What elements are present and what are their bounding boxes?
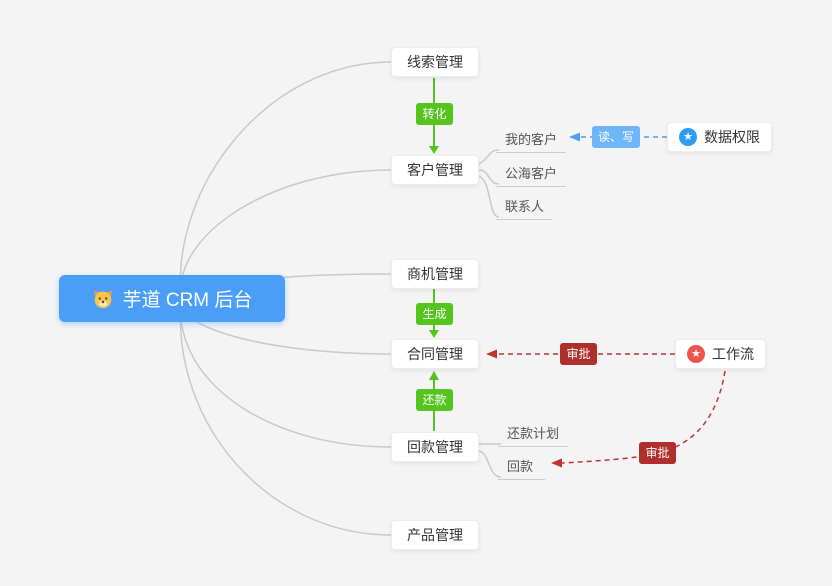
node-customer-management[interactable]: 客户管理 bbox=[391, 155, 479, 185]
data-permission-label: 数据权限 bbox=[704, 129, 760, 145]
edge-label-generate: 生成 bbox=[416, 303, 453, 325]
workflow-label: 工作流 bbox=[712, 346, 754, 362]
leaf-public-customers[interactable]: 公海客户 bbox=[496, 163, 566, 187]
star-icon: ★ bbox=[679, 128, 697, 146]
leaf-my-customers[interactable]: 我的客户 bbox=[496, 129, 566, 153]
edge-label-approve-receivable: 审批 bbox=[639, 442, 676, 464]
node-opportunity-management[interactable]: 商机管理 bbox=[391, 259, 479, 289]
leaf-repayment-plan[interactable]: 还款计划 bbox=[498, 423, 568, 447]
leaf-contacts[interactable]: 联系人 bbox=[496, 196, 552, 220]
node-workflow[interactable]: ★ 工作流 bbox=[675, 339, 766, 369]
edge-label-approve-contract: 审批 bbox=[560, 343, 597, 365]
edge-label-repay: 还款 bbox=[416, 389, 453, 411]
leaf-receivable[interactable]: 回款 bbox=[498, 456, 545, 480]
node-lead-management[interactable]: 线索管理 bbox=[391, 47, 479, 77]
node-contract-management[interactable]: 合同管理 bbox=[391, 339, 479, 369]
node-receivable-management[interactable]: 回款管理 bbox=[391, 432, 479, 462]
edge-label-convert: 转化 bbox=[416, 103, 453, 125]
edge-label-read-write: 读、写 bbox=[592, 126, 640, 148]
node-data-permission[interactable]: ★ 数据权限 bbox=[667, 122, 772, 152]
root-node-crm-backend[interactable]: 芋道 CRM 后台 bbox=[59, 275, 285, 322]
node-product-management[interactable]: 产品管理 bbox=[391, 520, 479, 550]
root-node-label: 芋道 CRM 后台 bbox=[122, 290, 253, 311]
dog-emoji-icon bbox=[92, 288, 114, 310]
star-icon: ★ bbox=[687, 345, 705, 363]
